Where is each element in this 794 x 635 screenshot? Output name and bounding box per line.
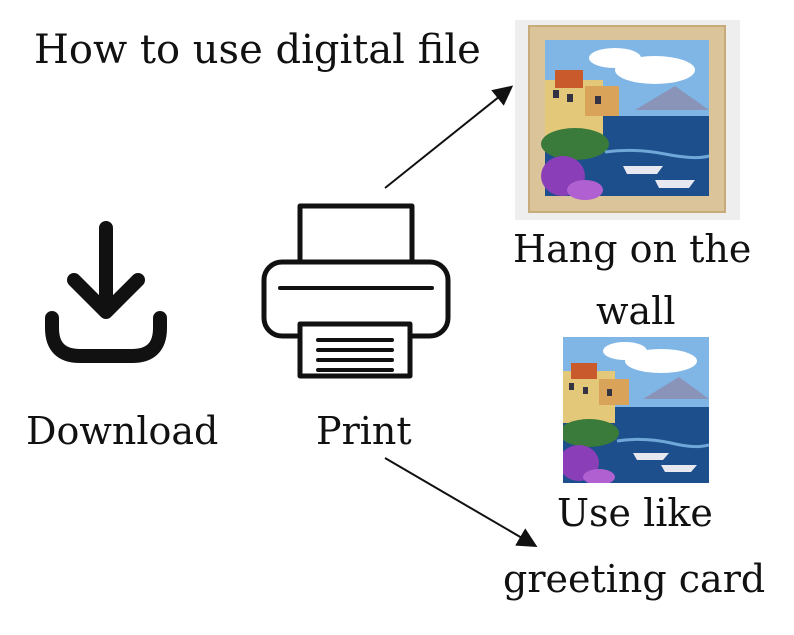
framed-painting-image — [515, 20, 740, 220]
greeting-card-painting-image — [563, 337, 709, 483]
download-icon — [45, 221, 167, 363]
arrow-to-wall — [384, 85, 514, 189]
page-title: How to use digital file — [34, 27, 481, 73]
card-label-line1: Use like — [557, 491, 713, 535]
card-label-line2: greeting card — [503, 557, 766, 601]
arrow-to-card — [384, 457, 538, 548]
hang-label-line2: wall — [596, 289, 676, 333]
printer-icon — [261, 203, 451, 379]
download-label: Download — [26, 409, 219, 453]
hang-label-line1: Hang on the — [513, 227, 752, 271]
print-label: Print — [316, 409, 412, 453]
